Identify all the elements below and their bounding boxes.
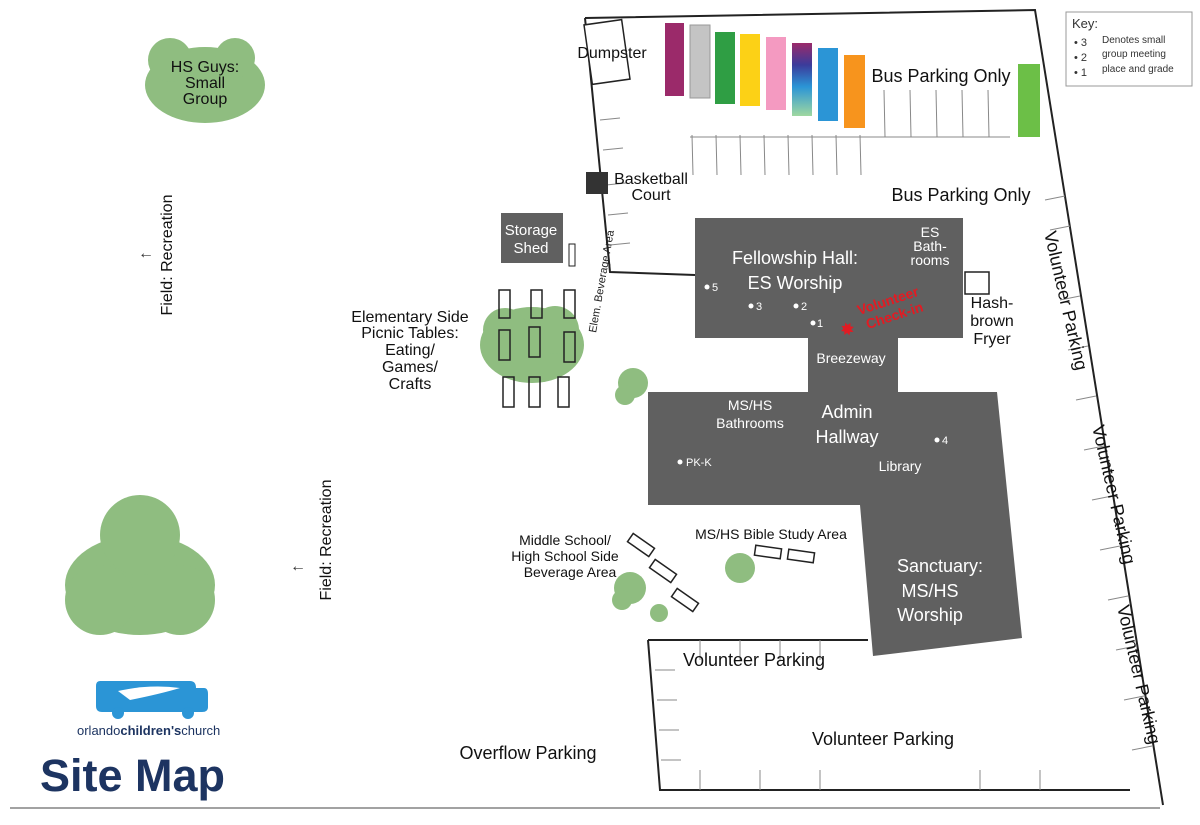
key-title: Key: xyxy=(1072,16,1098,31)
svg-text:Beverage Area: Beverage Area xyxy=(524,564,617,580)
svg-text:Picnic Tables:: Picnic Tables: xyxy=(361,325,459,342)
grade-marker-4: 4 xyxy=(942,435,948,447)
svg-text:orlandochildren'schurch: orlandochildren'schurch xyxy=(77,723,220,738)
overflow-parking-label: Overflow Parking xyxy=(459,743,596,763)
picnic-tables xyxy=(498,289,816,613)
tree-small xyxy=(612,572,646,610)
bus-parking-label-2: Bus Parking Only xyxy=(891,185,1030,205)
bus-parking-label-1: Bus Parking Only xyxy=(871,66,1010,86)
grade-markers xyxy=(677,284,940,465)
svg-text:Shed: Shed xyxy=(513,240,548,257)
storage-shed-label: Storage xyxy=(505,222,558,239)
svg-text:Bathrooms: Bathrooms xyxy=(716,415,784,431)
grade-marker-3: 3 xyxy=(756,301,762,313)
bible-study-label: MS/HS Bible Study Area xyxy=(695,526,847,542)
mshs-bathrooms-label: MS/HS xyxy=(728,397,772,413)
volunteer-parking-label-5: Volunteer Parking xyxy=(1113,603,1164,746)
svg-text:Bath-: Bath- xyxy=(913,238,947,254)
svg-text:Court: Court xyxy=(631,187,671,204)
admin-sanctuary xyxy=(648,392,1022,656)
fellowship-hall-label: Fellowship Hall: xyxy=(732,248,858,268)
parking-stalls xyxy=(599,89,1153,790)
hashbrown-fryer-label: Hash- xyxy=(971,295,1014,312)
arrow-left-icon: ← xyxy=(138,245,154,262)
volunteer-parking-label-2: Volunteer Parking xyxy=(812,729,954,749)
basketball-court-label: Basketball xyxy=(614,171,688,188)
tree-small xyxy=(615,368,648,405)
church-logo: orlandochildren'schurch Site Map xyxy=(40,681,225,801)
volunteer-parking-label-3: Volunteer Parking xyxy=(1040,229,1091,372)
svg-text:Eating/: Eating/ xyxy=(385,342,435,359)
elem-beverage-table xyxy=(568,243,576,267)
property-boundary xyxy=(10,8,1164,809)
site-map-title: Site Map xyxy=(40,750,225,801)
storage-shed xyxy=(501,213,563,263)
arrow-left-icon: ← xyxy=(290,558,306,575)
svg-text:MS/HS: MS/HS xyxy=(901,581,958,601)
breezeway xyxy=(808,336,898,394)
basketball-court xyxy=(586,172,608,194)
sanctuary-label: Sanctuary: xyxy=(897,556,983,576)
map-key: Key: • 3 • 2 • 1 Denotes small group mee… xyxy=(1065,11,1193,87)
tree-hs-guys xyxy=(145,38,265,123)
svg-text:brown: brown xyxy=(970,313,1014,330)
bus-parking xyxy=(665,23,1040,137)
svg-text:place and grade: place and grade xyxy=(1102,64,1174,75)
svg-text:Games/: Games/ xyxy=(382,359,439,376)
checkin-star-icon: ✸ xyxy=(837,318,858,342)
svg-text:group meeting: group meeting xyxy=(1102,49,1166,60)
hs-guys-label: HS Guys: xyxy=(171,59,239,76)
admin-hallway-label: Admin xyxy=(821,402,872,422)
bus-logo-icon xyxy=(96,681,208,712)
es-worship-label: ES Worship xyxy=(748,273,843,293)
svg-text:Denotes small: Denotes small xyxy=(1102,35,1165,46)
breezeway-label: Breezeway xyxy=(816,350,885,366)
svg-text:Small: Small xyxy=(185,75,225,92)
svg-text:rooms: rooms xyxy=(911,252,950,268)
church-building xyxy=(648,218,1022,656)
volunteer-parking-label-1: Volunteer Parking xyxy=(683,650,825,670)
hashbrown-fryer xyxy=(964,271,990,295)
svg-text:Worship: Worship xyxy=(897,605,963,625)
picnic-label: Elementary Side xyxy=(351,309,468,326)
dumpster xyxy=(583,18,631,86)
tree-small xyxy=(650,604,668,622)
es-bathrooms-label: ES xyxy=(921,224,940,240)
svg-text:• 2: • 2 xyxy=(1074,52,1087,64)
volunteer-parking-label-4: Volunteer Parking xyxy=(1088,423,1139,566)
svg-text:High School Side: High School Side xyxy=(511,548,619,564)
svg-text:• 3: • 3 xyxy=(1074,37,1087,49)
svg-text:Crafts: Crafts xyxy=(389,376,432,393)
svg-text:Fryer: Fryer xyxy=(973,331,1011,348)
pkk-label: PK-K xyxy=(686,457,712,469)
trees xyxy=(65,38,755,635)
elem-beverage-label: Elem. Beverage Area xyxy=(587,228,617,333)
grade-marker-1: 1 xyxy=(817,318,823,330)
library-label: Library xyxy=(879,458,922,474)
mshs-beverage-label: Middle School/ xyxy=(519,532,611,548)
grade-marker-2: 2 xyxy=(801,301,807,313)
tree-small xyxy=(725,553,755,583)
svg-text:• 1: • 1 xyxy=(1074,67,1087,79)
fellowship-hall xyxy=(695,218,963,338)
grade-marker-5: 5 xyxy=(712,282,718,294)
dumpster-label: Dumpster xyxy=(577,45,647,62)
tree-large xyxy=(65,495,215,635)
svg-text:Group: Group xyxy=(183,91,228,108)
svg-text:Hallway: Hallway xyxy=(815,427,878,447)
field-recreation-label-2: Field: Recreation xyxy=(318,480,335,601)
field-recreation-label-1: Field: Recreation xyxy=(159,195,176,316)
